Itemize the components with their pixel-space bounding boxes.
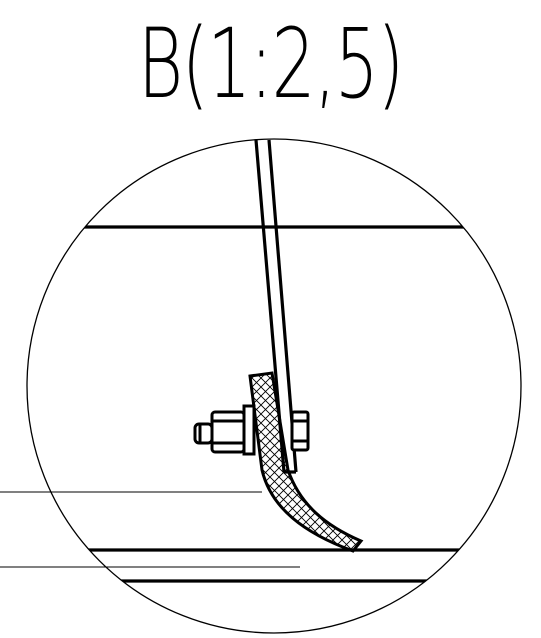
detail-view-label: B(1:2,5) xyxy=(137,8,404,120)
rubber-seal-strip xyxy=(248,371,364,553)
hex-bolt-icon xyxy=(193,404,310,456)
detail-circle-icon xyxy=(26,138,522,634)
section-content xyxy=(27,139,521,583)
